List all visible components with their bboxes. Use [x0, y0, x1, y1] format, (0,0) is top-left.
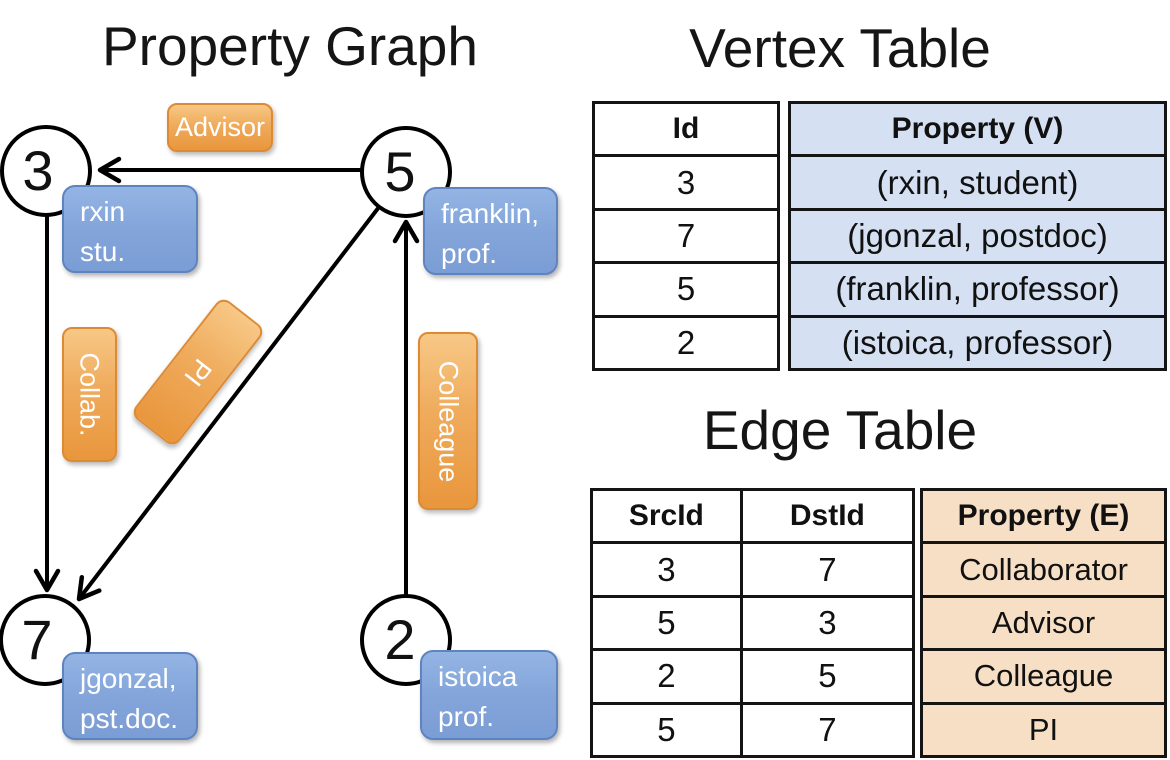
- vertex-property-3-line1: rxin: [80, 196, 126, 227]
- edge-label-advisor-text: Advisor: [174, 112, 266, 142]
- table-cell: Colleague: [923, 648, 1164, 701]
- table-cell: 2: [595, 314, 777, 368]
- vertex-property-5-line1: franklin,: [441, 198, 540, 229]
- vertex-property-2-line1: istoica: [438, 661, 518, 692]
- vertex-property-7-line2: pst.doc.: [80, 703, 179, 734]
- table-cell: Collaborator: [923, 541, 1164, 594]
- vertex-table-id-column: Id 3 7 5 2: [592, 101, 780, 371]
- vertex-property-box-3: rxin stu.: [62, 185, 198, 273]
- table-row: 2 5: [593, 648, 912, 702]
- vertex-table-property-column: Property (V) (rxin, student) (jgonzal, p…: [788, 101, 1167, 371]
- vertex-property-box-5: franklin, prof.: [423, 187, 558, 275]
- table-cell: (franklin, professor): [791, 261, 1164, 314]
- edge-label-colleague-text: Colleague: [433, 360, 464, 482]
- table-cell: (istoica, professor): [791, 314, 1164, 368]
- table-cell: 5: [595, 261, 777, 314]
- table-cell: (rxin, student): [791, 154, 1164, 207]
- vertex-property-box-7: jgonzal, pst.doc.: [62, 652, 198, 740]
- table-cell: 5: [739, 651, 912, 702]
- edge-table-property-header: Property (E): [957, 499, 1130, 533]
- vertex-table-title: Vertex Table: [689, 17, 991, 79]
- table-cell: 3: [739, 597, 912, 649]
- edge-label-colleague: Colleague: [418, 332, 478, 510]
- table-row: 3 7: [593, 541, 912, 595]
- vertex-property-2-line2: prof.: [438, 701, 495, 732]
- property-graph-title: Property Graph: [101, 15, 478, 77]
- table-cell: 5: [657, 710, 676, 748]
- vertex-property-box-2: istoica prof.: [420, 650, 558, 740]
- edge-pi-5-to-7: [76, 205, 381, 602]
- edge-table-header-row: SrcId DstId: [593, 491, 912, 542]
- table-row: 5 7: [593, 701, 912, 756]
- node-id-5: 5: [384, 140, 416, 203]
- table-cell: 7: [739, 704, 912, 756]
- edge-table-srcid-header: SrcId: [628, 499, 704, 533]
- node-id-7: 7: [21, 608, 53, 671]
- table-cell: 3: [595, 154, 777, 207]
- vertex-table-property-header: Property (V): [891, 112, 1064, 146]
- edge-table-title: Edge Table: [702, 399, 978, 461]
- table-cell: (jgonzal, postdoc): [791, 207, 1164, 261]
- edge-label-pi-text: PI: [178, 353, 219, 392]
- vertex-property-7-line1: jgonzal,: [80, 663, 177, 694]
- vertex-table-id-header: Id: [672, 112, 700, 146]
- edge-label-collab: Collab.: [62, 327, 117, 462]
- table-cell: 5: [657, 604, 676, 642]
- table-cell: 7: [595, 207, 777, 261]
- table-cell: Advisor: [923, 594, 1164, 648]
- table-cell: 7: [739, 544, 912, 595]
- edge-label-advisor: Advisor: [167, 103, 273, 152]
- table-cell: 3: [657, 550, 676, 588]
- vertex-property-5-line2: prof.: [441, 238, 498, 269]
- vertex-property-3-line2: stu.: [80, 236, 126, 267]
- table-cell: PI: [923, 701, 1164, 755]
- edge-table-src-dst-columns: SrcId DstId 3 7 5 3 2 5 5 7: [590, 488, 915, 758]
- edge-label-collab-text: Collab.: [75, 352, 106, 437]
- node-id-2: 2: [384, 608, 416, 671]
- table-row: 5 3: [593, 594, 912, 649]
- edge-table-dstid-header: DstId: [739, 491, 912, 542]
- edge-table-property-column: Property (E) Collaborator Advisor Collea…: [920, 488, 1167, 758]
- table-cell: 2: [657, 657, 676, 695]
- node-id-3: 3: [22, 139, 54, 202]
